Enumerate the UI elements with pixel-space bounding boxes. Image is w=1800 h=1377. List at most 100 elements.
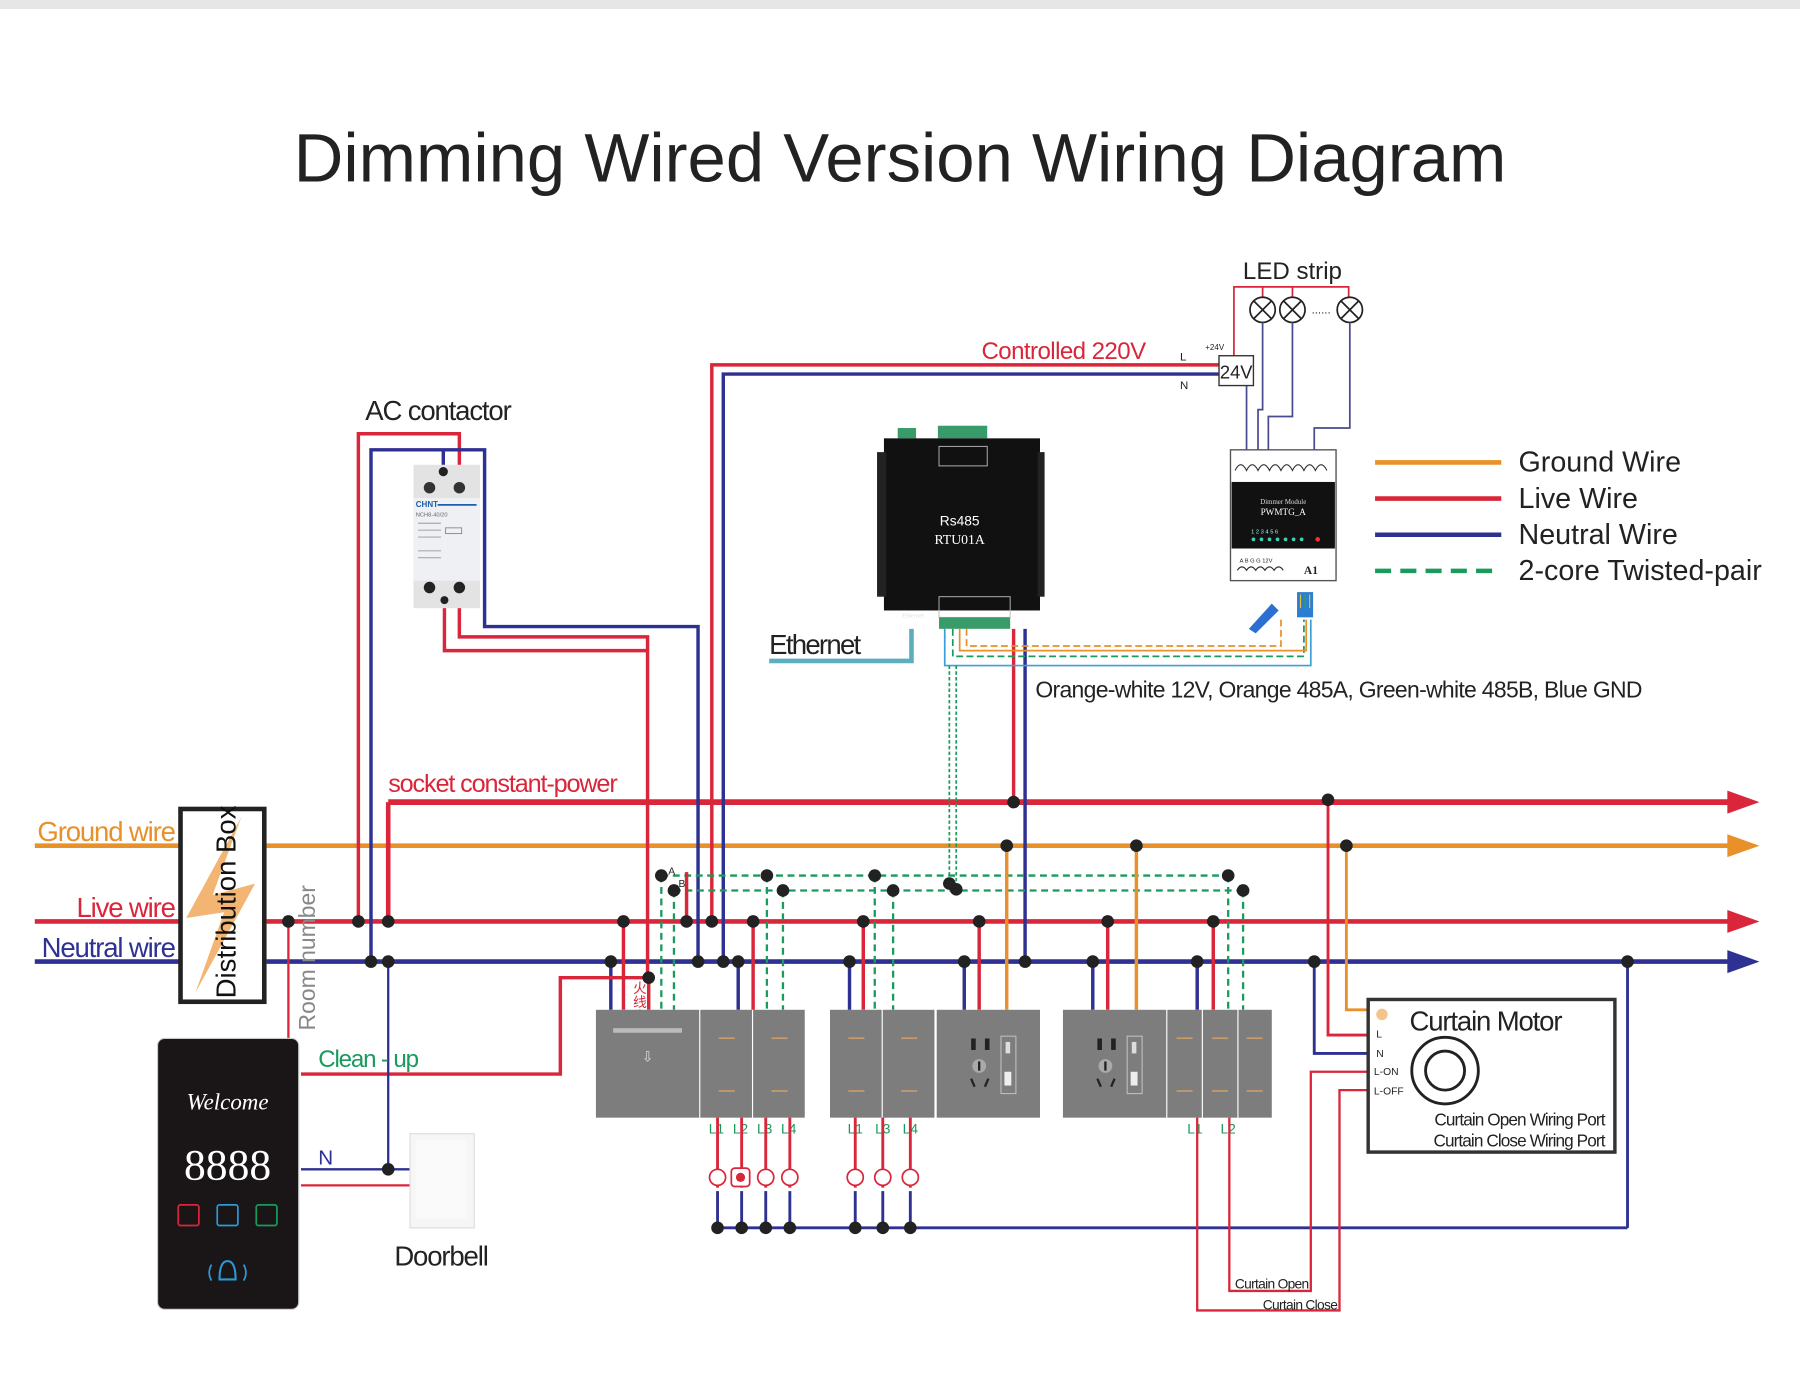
junction-dot	[604, 955, 618, 968]
junction-dot	[642, 971, 656, 984]
psu-l-label: L	[1180, 351, 1186, 363]
arrow-icon	[1727, 834, 1760, 858]
curtain-motor-title: Curtain Motor	[1409, 1005, 1562, 1036]
legend-item: Live Wire	[1375, 483, 1638, 515]
junction-dot	[1101, 915, 1115, 928]
controlled-220v-label: Controlled 220V	[981, 338, 1146, 365]
junction-dot	[352, 915, 365, 928]
brand-label: CHNT	[416, 500, 438, 509]
doorbell-label: Doorbell	[394, 1241, 487, 1272]
room-number-label: Room number	[294, 885, 320, 1031]
legend-label: Live Wire	[1519, 483, 1639, 515]
junction-dot	[1000, 839, 1014, 853]
ac-contactor-label: AC contactor	[365, 395, 511, 426]
port-l: L	[1376, 1029, 1382, 1040]
switch-panels: ⇩	[595, 1009, 1272, 1118]
ground-icon	[1376, 1008, 1388, 1021]
bulb-icon	[780, 1168, 799, 1187]
curtain-close-label: Curtain Close	[1263, 1297, 1338, 1312]
top-bar	[0, 0, 1800, 9]
dimmer-channels: 1 2 3 4 5 6	[1251, 530, 1278, 536]
legend-item: Ground Wire	[1375, 447, 1681, 479]
switch-key	[1202, 1009, 1238, 1118]
junction-dot	[1236, 884, 1250, 897]
switch-key	[753, 1009, 805, 1118]
power-socket	[1062, 1009, 1167, 1118]
rj45-plug-icon	[1248, 603, 1279, 634]
junction-dot	[1130, 839, 1143, 853]
dimmer-model: PWMTG_A	[1261, 507, 1307, 517]
junction-dot	[716, 955, 730, 968]
distribution-box-label: Distribution Box	[211, 805, 242, 998]
junction-dot	[868, 869, 882, 882]
model-label: NCH8-40/20	[416, 512, 448, 518]
dnd-icon	[177, 1204, 200, 1227]
arrow-icon	[1727, 909, 1760, 933]
distribution-box: Distribution Box	[178, 805, 267, 1005]
lamp-icon	[1278, 296, 1306, 324]
junction-dot	[972, 915, 986, 928]
junction-dot	[856, 915, 870, 928]
junction-dot	[904, 1221, 917, 1235]
doorbell-device	[409, 1133, 475, 1229]
rtu-name-line2: RTU01A	[934, 532, 984, 547]
led-strip-label: LED strip	[1243, 258, 1342, 285]
cable-note: Orange-white 12V, Orange 485A, Green-whi…	[1035, 677, 1641, 703]
ethernet-cable	[769, 628, 914, 664]
junction-dots	[282, 793, 1634, 1235]
arrow-icon	[1727, 790, 1760, 814]
bulb-icon	[846, 1168, 865, 1187]
ac-contactor-wires	[356, 432, 700, 976]
curtain-wires	[1196, 799, 1371, 1312]
junction-dot	[957, 955, 971, 968]
ethernet-label: Ethernet	[769, 629, 861, 660]
dimmer-title: Dimmer Module	[1260, 499, 1306, 506]
legend-item: Neutral Wire	[1375, 519, 1678, 551]
legend-item: 2-core Twisted-pair	[1375, 555, 1762, 587]
switch-key	[700, 1009, 752, 1118]
lamp-loads	[708, 961, 1629, 1234]
welcome-text: Welcome	[187, 1090, 269, 1115]
rtu-name-line1: Rs485	[940, 514, 980, 529]
switch-key	[830, 1009, 882, 1118]
junction-dot	[282, 915, 295, 928]
lamp-icon	[1336, 296, 1364, 324]
legend-label: 2-core Twisted-pair	[1519, 555, 1763, 587]
junction-dot	[364, 955, 378, 968]
clean-up-label: Clean - up	[318, 1046, 418, 1073]
psu-n-label: N	[1180, 380, 1188, 392]
junction-dot	[711, 1221, 724, 1235]
curtain-open-label: Curtain Open	[1235, 1277, 1309, 1292]
junction-dot	[1018, 955, 1032, 968]
card-arrow-icon: ⇩	[642, 1049, 654, 1064]
ac-contactor-device: CHNT NCH8-40/20	[413, 464, 481, 609]
curtain-motor: Curtain Motor L N L-ON L-OFF Curtain Ope…	[1366, 997, 1617, 1154]
svg-text:24V: 24V	[1220, 362, 1253, 383]
junction-dot	[760, 869, 774, 882]
port-n: N	[1376, 1049, 1383, 1060]
junction-dot	[731, 955, 745, 968]
bus-a-label: A	[668, 866, 675, 877]
junction-dot	[776, 884, 790, 897]
controlled-220v-wires	[710, 363, 1220, 962]
junction-dot	[1190, 955, 1204, 968]
doorplate: Welcome 8888	[156, 1037, 300, 1310]
motor-icon	[1410, 1035, 1480, 1106]
led-strip: ......	[1233, 286, 1364, 454]
card-switch	[595, 1009, 700, 1118]
port-l-off: L-OFF	[1374, 1087, 1404, 1098]
junction-dot	[617, 915, 630, 928]
junction-dot	[1340, 839, 1353, 853]
junction-dot	[949, 883, 963, 896]
junction-dot	[1086, 955, 1100, 968]
bulb-icon	[708, 1168, 727, 1187]
neutral-n-label: N	[318, 1147, 333, 1170]
junction-dot	[691, 955, 705, 968]
junction-dot	[680, 915, 693, 928]
open-port-label: Curtain Open Wiring Port	[1434, 1110, 1605, 1130]
socket-power-label: socket constant-power	[388, 770, 617, 798]
junction-dot	[886, 884, 900, 897]
